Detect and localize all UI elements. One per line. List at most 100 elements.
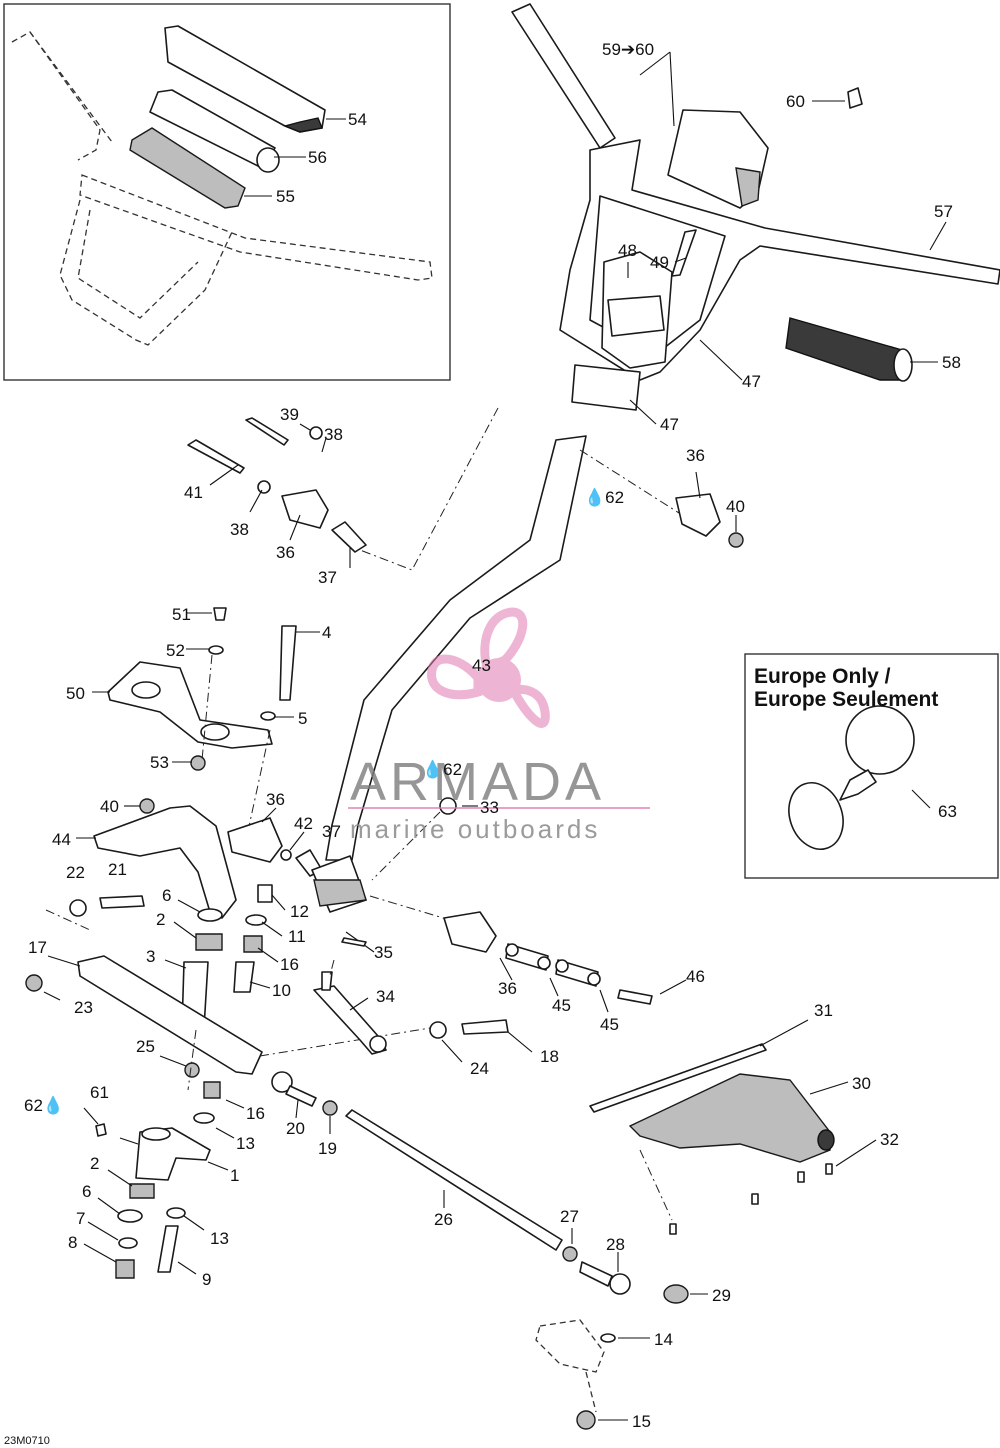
callout-23: 23 bbox=[74, 998, 93, 1017]
part-54-pad bbox=[164, 25, 326, 133]
callout-30: 30 bbox=[852, 1074, 871, 1093]
watermark-logo bbox=[427, 607, 550, 728]
inset-frame bbox=[3, 3, 451, 381]
part-13-washer-b bbox=[166, 1207, 186, 1219]
part-45-link-a bbox=[505, 943, 551, 971]
part-52-washer bbox=[208, 645, 224, 655]
callout-47a: 47 bbox=[742, 372, 761, 391]
part-40-nut-a bbox=[728, 532, 744, 548]
part-36-bushing-a bbox=[281, 489, 329, 529]
part-11-washer bbox=[245, 914, 267, 926]
callout-22: 22 bbox=[66, 863, 85, 882]
part-31-seal bbox=[589, 1043, 767, 1113]
part-36-bushing-b bbox=[675, 493, 721, 537]
part-17-plate bbox=[77, 955, 263, 1075]
part-4-bolt bbox=[279, 625, 297, 701]
callout-36d: 36 bbox=[498, 979, 517, 998]
callout-36c: 36 bbox=[266, 790, 285, 809]
part-55-foam bbox=[129, 127, 246, 209]
part-2-bushing-a bbox=[195, 933, 223, 951]
part-23-nut bbox=[25, 974, 43, 992]
part-26-tie-rod bbox=[345, 1109, 563, 1251]
part-48-clamp bbox=[601, 251, 673, 369]
part-20-rod-end bbox=[271, 1071, 317, 1107]
callout-53: 53 bbox=[150, 753, 169, 772]
callout-13b: 13 bbox=[210, 1229, 229, 1248]
part-30-boot bbox=[628, 1073, 835, 1163]
part-34-arm bbox=[313, 971, 387, 1055]
callout-8: 8 bbox=[68, 1233, 77, 1252]
callout-39: 39 bbox=[280, 405, 299, 424]
callout-9: 9 bbox=[202, 1270, 211, 1289]
callout-19: 19 bbox=[318, 1139, 337, 1158]
part-53-nut bbox=[190, 755, 206, 771]
callout-55: 55 bbox=[276, 187, 295, 206]
callout-2a: 2 bbox=[156, 910, 165, 929]
callout-32: 32 bbox=[880, 1130, 899, 1149]
part-33-nut bbox=[439, 797, 457, 815]
callout-45b: 45 bbox=[600, 1015, 619, 1034]
callout-1: 1 bbox=[230, 1166, 239, 1185]
part-51-bolt bbox=[213, 607, 227, 621]
callout-52: 52 bbox=[166, 641, 185, 660]
part-16-bushing-a bbox=[243, 935, 263, 953]
callout-36b: 36 bbox=[686, 446, 705, 465]
callout-33: 33 bbox=[480, 798, 499, 817]
callout-14: 14 bbox=[654, 1330, 673, 1349]
part-56-foam bbox=[149, 89, 280, 173]
callout-4: 4 bbox=[322, 623, 331, 642]
part-58-grip bbox=[785, 317, 913, 382]
callout-31: 31 bbox=[814, 1001, 833, 1020]
inset-handlebar-ghost bbox=[11, 31, 433, 346]
callout-48: 48 bbox=[618, 241, 637, 260]
callout-35: 35 bbox=[374, 943, 393, 962]
part-45-link-b bbox=[555, 959, 601, 987]
part-22-washer bbox=[69, 899, 87, 917]
callout-29: 29 bbox=[712, 1286, 731, 1305]
part-27-nut bbox=[562, 1246, 578, 1262]
callout-20: 20 bbox=[286, 1119, 305, 1138]
callout-54: 54 bbox=[348, 110, 367, 129]
callout-62c: 62💧 bbox=[24, 1095, 64, 1115]
part-41-bolt bbox=[187, 439, 245, 474]
watermark-brand: ARMADA bbox=[350, 752, 605, 812]
part-39-bolt bbox=[245, 417, 289, 446]
callout-16b: 16 bbox=[246, 1104, 265, 1123]
part-38-washer-b bbox=[257, 480, 271, 494]
callout-59: 59➔60 bbox=[602, 40, 654, 59]
callout-21: 21 bbox=[108, 860, 127, 879]
callout-38b: 38 bbox=[230, 520, 249, 539]
callout-28: 28 bbox=[606, 1235, 625, 1254]
callout-37a: 37 bbox=[318, 568, 337, 587]
callout-61: 61 bbox=[90, 1083, 109, 1102]
part-1-pivot bbox=[135, 1127, 211, 1181]
part-10-spacer bbox=[233, 961, 255, 993]
part-6-washer-b bbox=[117, 1209, 143, 1223]
callout-10: 10 bbox=[272, 981, 291, 1000]
part-9-bolt bbox=[157, 1225, 179, 1273]
part-14-washer bbox=[600, 1333, 616, 1343]
part-12-nut bbox=[257, 884, 273, 903]
callout-38a: 38 bbox=[324, 425, 343, 444]
part-column-base bbox=[311, 855, 367, 913]
part-60-clip bbox=[847, 87, 863, 109]
part-46-bolt bbox=[617, 989, 653, 1005]
callout-27: 27 bbox=[560, 1207, 579, 1226]
callout-47b: 47 bbox=[660, 415, 679, 434]
callout-60: 60 bbox=[786, 92, 805, 111]
callout-15: 15 bbox=[632, 1412, 651, 1431]
callout-58: 58 bbox=[942, 353, 961, 372]
callout-62a: 💧62 bbox=[584, 487, 624, 507]
callout-40a: 40 bbox=[726, 497, 745, 516]
watermark-tagline: marine outboards bbox=[350, 814, 600, 844]
callout-49: 49 bbox=[650, 253, 669, 272]
callout-37b: 37 bbox=[322, 822, 341, 841]
part-29-bushing bbox=[663, 1284, 689, 1304]
part-24-washer bbox=[429, 1021, 447, 1039]
diagram-code: 23M0710 bbox=[4, 1435, 50, 1447]
part-59-cover bbox=[667, 109, 769, 209]
callout-40b: 40 bbox=[100, 797, 119, 816]
callout-12: 12 bbox=[290, 902, 309, 921]
